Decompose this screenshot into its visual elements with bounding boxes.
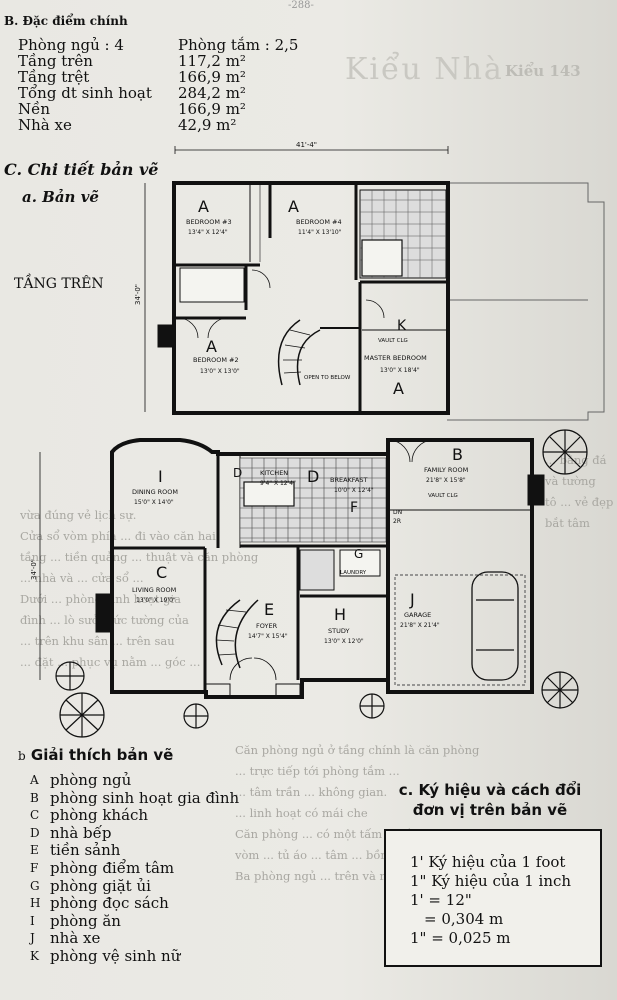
room-size: 14'7" X 15'4" bbox=[248, 633, 288, 640]
bleed-body-bottom: Căn phòng ngủ ở tầng chính là căn phòng.… bbox=[235, 743, 480, 883]
symbol-line: 1" Ký hiệu của 1 inch bbox=[410, 872, 572, 890]
room-size: 13'0" X 12'0" bbox=[324, 638, 364, 645]
symbol-line: 1" = 0,025 m bbox=[410, 929, 511, 947]
g-letter: G bbox=[354, 547, 363, 561]
symbols-box: 1' Ký hiệu của 1 foot 1" Ký hiệu của 1 i… bbox=[384, 829, 602, 967]
landscape-trees bbox=[55, 429, 588, 738]
room-size: 13'0" X 13'0" bbox=[200, 368, 240, 375]
room-name: BEDROOM #4 bbox=[296, 218, 342, 226]
f-letter: F bbox=[350, 500, 358, 516]
car-icon bbox=[471, 571, 519, 681]
room-name: BREAKFAST bbox=[330, 476, 368, 484]
step-label: 2R bbox=[393, 518, 401, 525]
detail-heading: C. Chi tiết bản vẽ bbox=[4, 160, 159, 179]
room-letter: D bbox=[307, 467, 319, 486]
room-size: 10'0" X 12'4" bbox=[334, 487, 374, 494]
room-letter: A bbox=[288, 197, 299, 216]
room-name: FAMILY ROOM bbox=[424, 466, 468, 474]
dn-label: DN bbox=[393, 509, 402, 516]
symbols-heading: c. Ký hiệu và cách đổi đơn vị trên bản v… bbox=[398, 781, 582, 819]
symbol-line: 1' = 12" bbox=[410, 891, 472, 909]
room-letter: A bbox=[198, 197, 209, 216]
vault-label: VAULT CLG bbox=[378, 338, 408, 344]
room-name: MASTER BEDROOM bbox=[364, 354, 427, 362]
room-letter: E bbox=[264, 600, 274, 619]
room-size: 21'8" X 15'8" bbox=[426, 477, 466, 484]
lower-floor-plan bbox=[39, 438, 545, 699]
room-letter: C bbox=[156, 563, 167, 582]
room-size: 15'0" X 14'0" bbox=[134, 499, 174, 506]
open-below-label: OPEN TO BELOW bbox=[304, 375, 351, 381]
room-name: BEDROOM #2 bbox=[193, 356, 239, 364]
room-name: BEDROOM #3 bbox=[186, 218, 232, 226]
specs-heading: B. Đặc điểm chính bbox=[4, 14, 128, 28]
room-letter: B bbox=[452, 445, 463, 464]
room-size: 21'8" X 21'4" bbox=[400, 622, 440, 629]
room-name: STUDY bbox=[328, 627, 350, 635]
room-size: 13'4" X 12'4" bbox=[188, 229, 228, 236]
room-letter: I bbox=[158, 467, 163, 486]
room-size: 9'4" X 12'4" bbox=[260, 480, 296, 487]
symbol-line: 1' Ký hiệu của 1 foot bbox=[410, 853, 566, 871]
room-name: LIVING ROOM bbox=[132, 586, 176, 594]
room-letter: A bbox=[206, 337, 217, 356]
laundry-label: LAUNDRY bbox=[340, 570, 367, 576]
room-name: FOYER bbox=[256, 622, 278, 630]
lower-depth-dim: 34'-0" bbox=[30, 559, 38, 580]
upper-width-dim: 41'-4" bbox=[296, 141, 317, 149]
upper-floor-plan bbox=[144, 146, 450, 415]
vault-label: VAULT CLG bbox=[428, 493, 458, 499]
bleed-title: Kiểu Nhà bbox=[345, 52, 504, 87]
symbol-line: = 0,304 m bbox=[424, 910, 504, 928]
bleed-model: Kiểu 143 bbox=[505, 62, 581, 80]
room-letter: J bbox=[409, 590, 415, 609]
legend-heading: b Giải thích bản vẽ bbox=[18, 746, 174, 764]
floor-label: TẦNG TRÊN bbox=[14, 276, 104, 292]
room-name: DINING ROOM bbox=[132, 488, 178, 496]
room-letter: D bbox=[233, 466, 242, 480]
room-size: 13'0" X 19'0" bbox=[136, 597, 176, 604]
lower-plan-labels: 34'-0" I DINING ROOM 15'0" X 14'0" D KIT… bbox=[30, 445, 468, 645]
upper-plan-labels: 41'-4" 34'-0" A BEDROOM #3 13'4" X 12'4"… bbox=[134, 141, 427, 398]
room-size: 13'0" X 18'4" bbox=[380, 367, 420, 374]
k-letter: K bbox=[397, 318, 407, 334]
page-header: -288- bbox=[288, 0, 314, 11]
room-letter: A bbox=[393, 379, 404, 398]
upper-roof-outline bbox=[447, 182, 605, 421]
room-name: GARAGE bbox=[404, 611, 431, 619]
drawing-heading: a. Bản vẽ bbox=[22, 188, 99, 206]
upper-depth-dim: 34'-0" bbox=[134, 284, 142, 305]
room-size: 11'4" X 13'10" bbox=[298, 229, 342, 236]
room-name: KITCHEN bbox=[260, 469, 288, 477]
room-letter: H bbox=[334, 605, 346, 624]
